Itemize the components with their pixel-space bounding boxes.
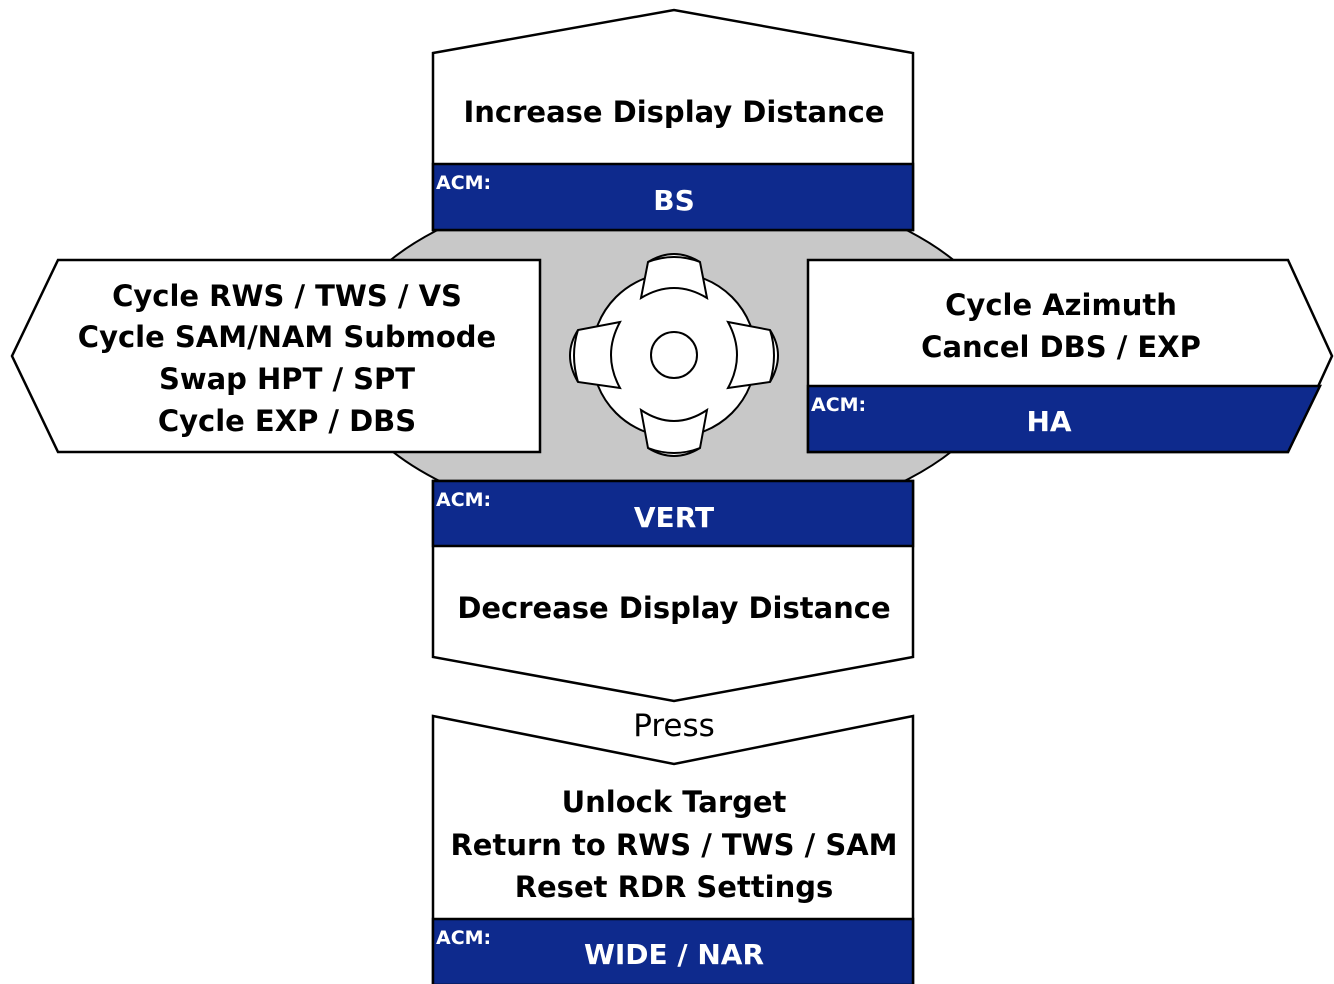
right-acm-band xyxy=(806,384,1322,454)
press-title: Press xyxy=(633,708,715,744)
right-acm-prefix: ACM: xyxy=(811,394,866,416)
up-action-panel: Increase Display Distance ACM: BS xyxy=(431,8,915,232)
up-label: Increase Display Distance xyxy=(463,95,884,129)
right-line-2: Cancel DBS / EXP xyxy=(921,330,1201,364)
press-line-3: Reset RDR Settings xyxy=(515,870,834,904)
left-line-3: Swap HPT / SPT xyxy=(159,362,415,396)
down-acm-band xyxy=(431,479,915,548)
down-acm-prefix: ACM: xyxy=(436,489,491,511)
press-acm-prefix: ACM: xyxy=(436,927,491,949)
left-line-4: Cycle EXP / DBS xyxy=(158,404,416,438)
right-line-1: Cycle Azimuth xyxy=(945,288,1177,322)
up-acm-prefix: ACM: xyxy=(436,172,491,194)
up-acm-value: BS xyxy=(653,184,695,217)
right-action-panel: Cycle Azimuth Cancel DBS / EXP ACM: HA xyxy=(806,258,1334,454)
press-action-panel: Press Unlock Target Return to RWS / TWS … xyxy=(431,708,915,984)
press-acm-value: WIDE / NAR xyxy=(584,938,764,971)
left-line-1: Cycle RWS / TWS / VS xyxy=(112,279,462,313)
down-acm-value: VERT xyxy=(634,501,714,534)
left-panel-shape xyxy=(10,258,542,454)
down-label: Decrease Display Distance xyxy=(457,591,890,625)
left-action-panel: Cycle RWS / TWS / VS Cycle SAM/NAM Submo… xyxy=(10,258,542,454)
right-acm-value: HA xyxy=(1026,405,1071,438)
up-acm-band xyxy=(431,162,915,232)
four-way-hat-switch-icon xyxy=(569,253,779,457)
left-line-2: Cycle SAM/NAM Submode xyxy=(78,320,496,354)
down-action-panel: ACM: VERT Decrease Display Distance xyxy=(431,479,915,703)
press-line-1: Unlock Target xyxy=(562,785,787,819)
press-line-2: Return to RWS / TWS / SAM xyxy=(450,828,897,862)
press-acm-band xyxy=(431,917,915,984)
